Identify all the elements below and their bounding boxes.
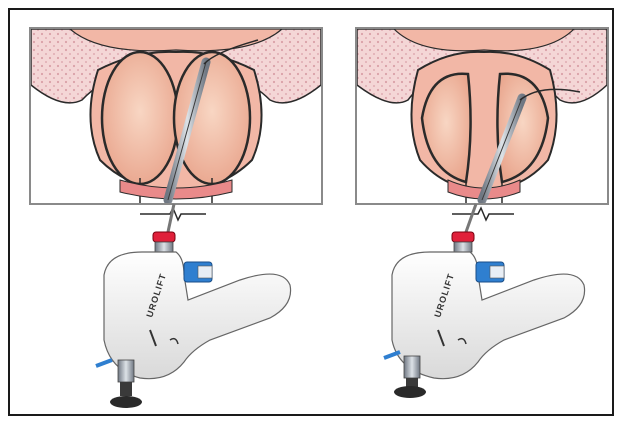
left-panel: UROLIFT xyxy=(30,28,322,408)
left-lobe-a xyxy=(102,52,178,184)
left-red-cap xyxy=(153,232,175,242)
right-red-cap xyxy=(452,232,474,242)
right-panel: UROLIFT xyxy=(356,28,608,398)
left-anatomy-inset xyxy=(30,28,322,204)
right-lobe-a xyxy=(174,52,250,184)
left-device: UROLIFT xyxy=(96,232,291,408)
right-device: UROLIFT xyxy=(384,232,585,398)
right-anatomy-inset xyxy=(356,28,608,204)
right-break-line xyxy=(452,208,514,220)
